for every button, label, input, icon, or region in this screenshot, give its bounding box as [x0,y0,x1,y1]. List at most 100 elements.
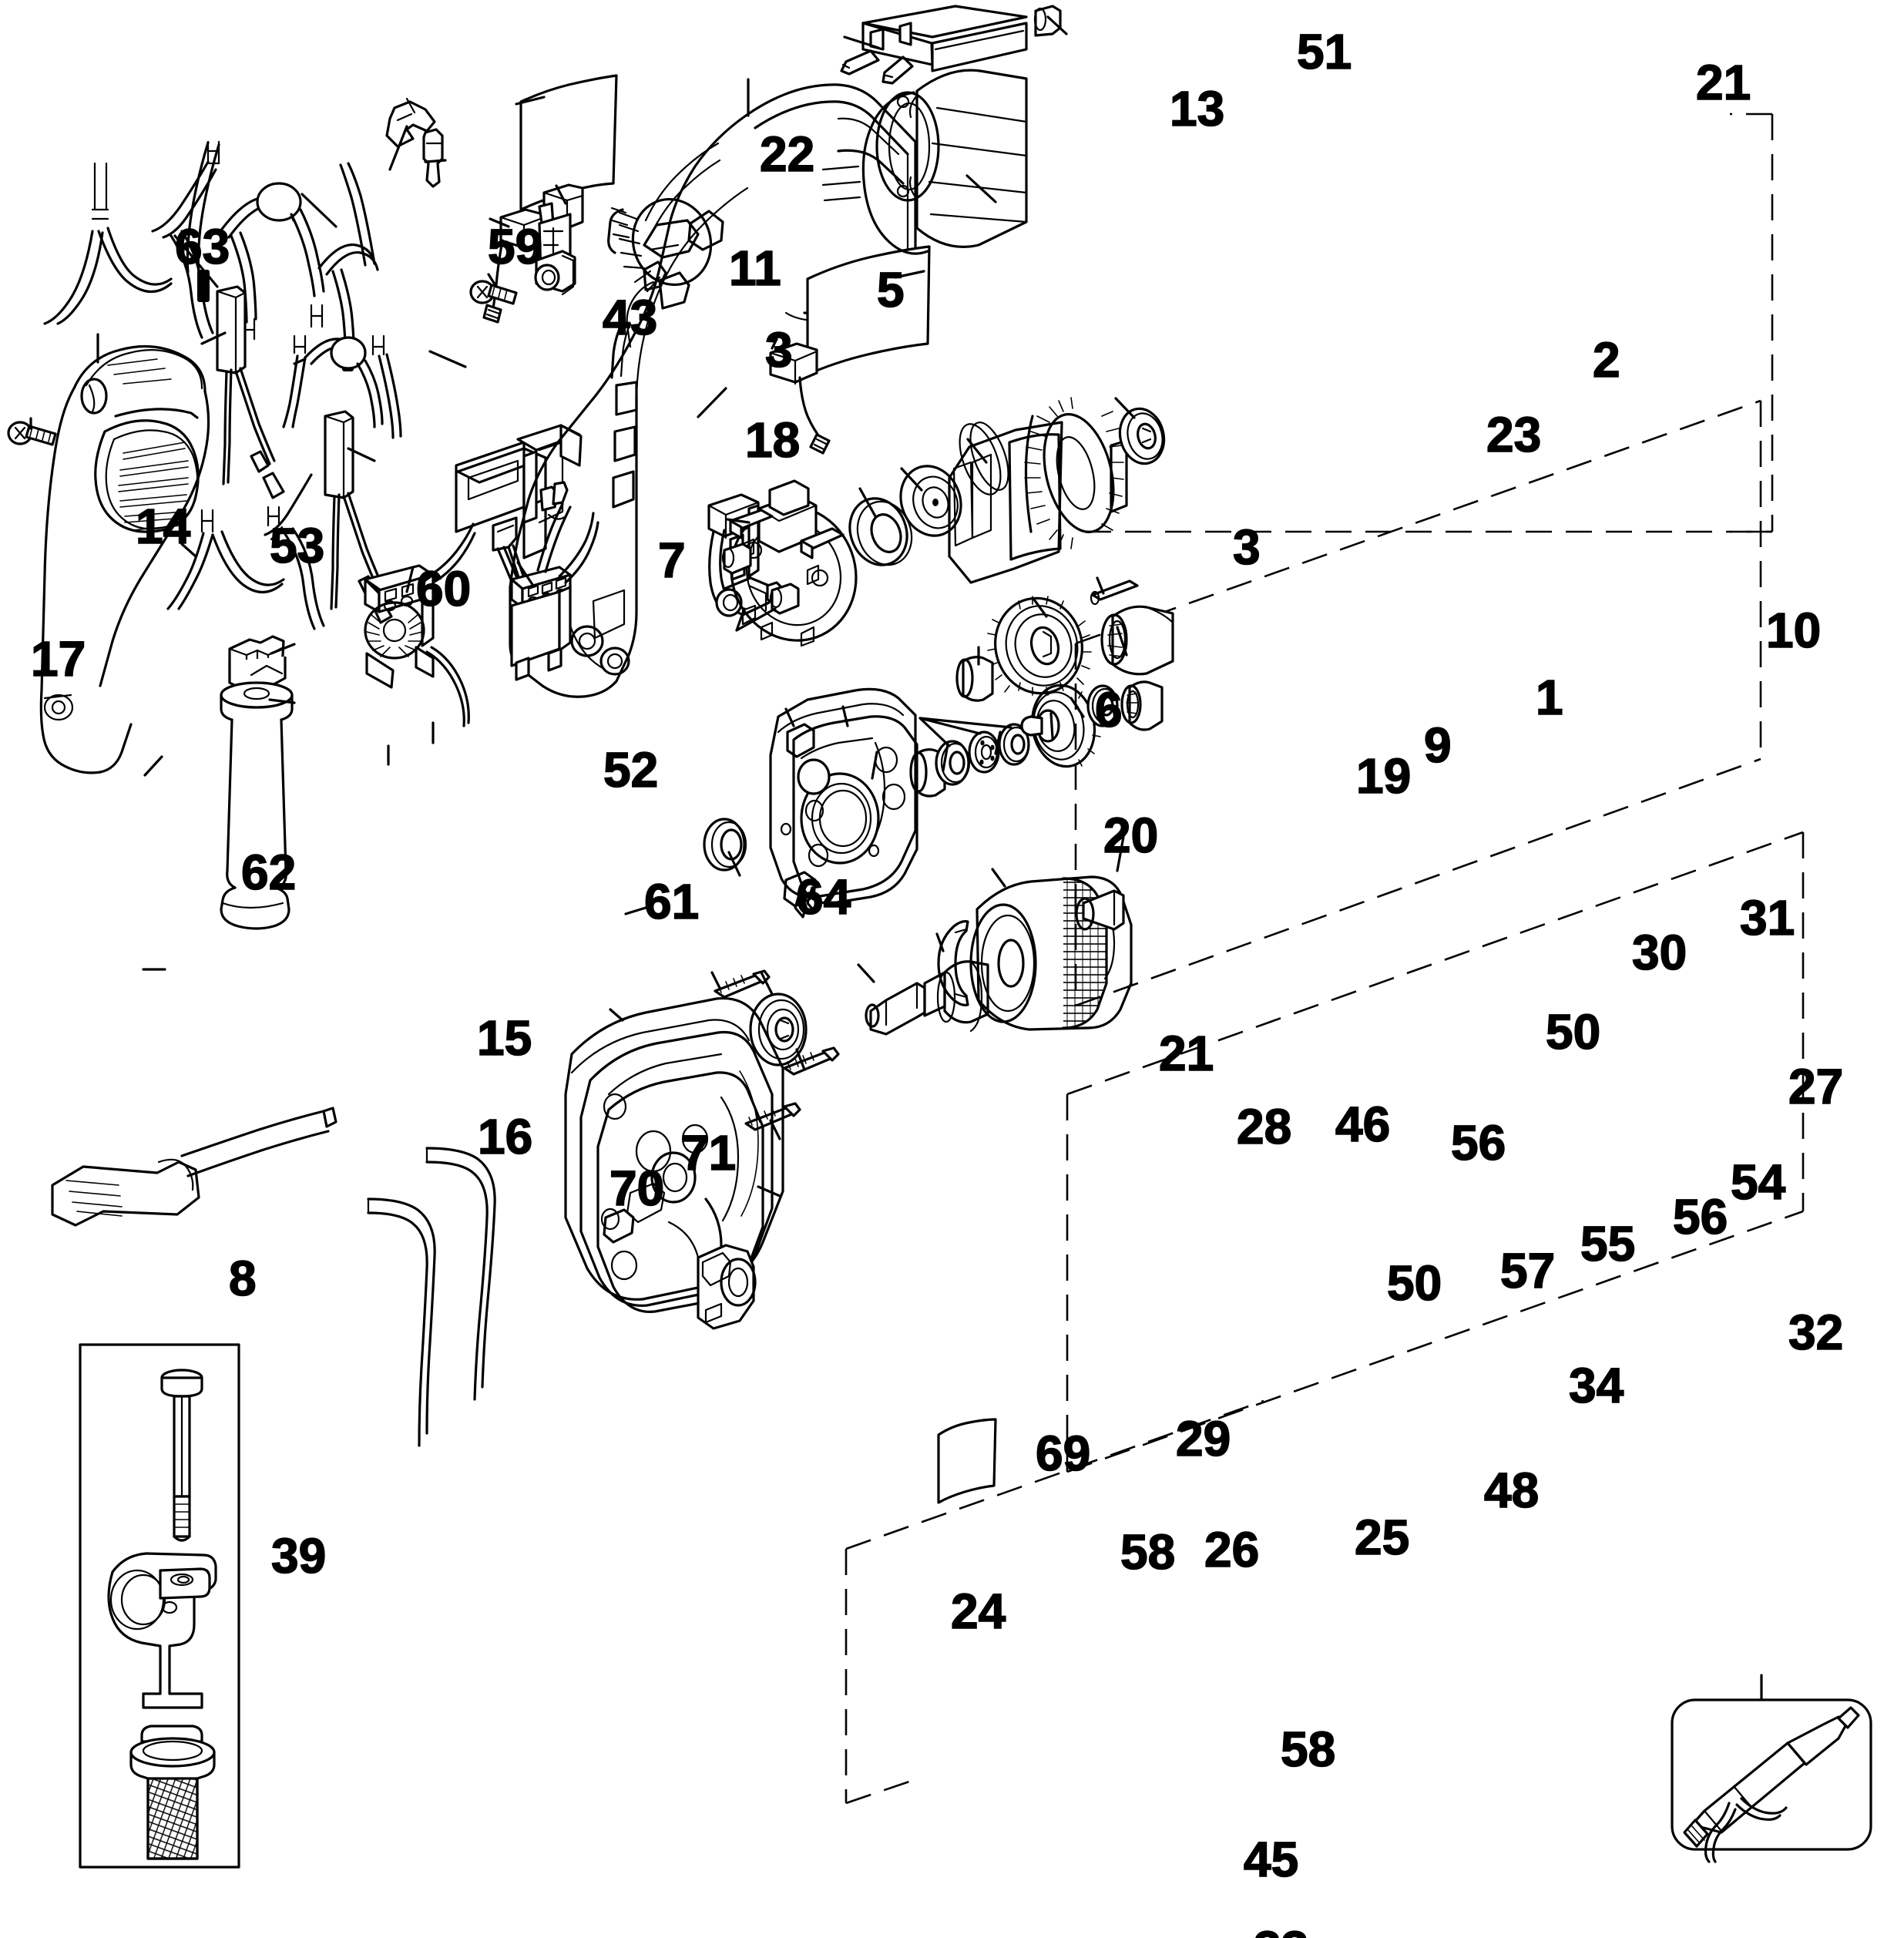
callout-number-15: 15 [476,1010,532,1066]
callout-number-21t: 21 [1695,55,1751,110]
part-21-pin-top [1033,5,1062,37]
callout-number-50b: 50 [1386,1255,1442,1311]
callout-number-16: 16 [477,1109,533,1164]
callout-number-28: 28 [1236,1099,1292,1154]
inset-box-39 [79,1343,240,1869]
callout-number-1: 1 [1535,670,1563,725]
part-31-pin [1090,579,1139,606]
part-19-washer [848,497,913,566]
part-58-screw-a [714,969,771,999]
part-23-nameplate [806,245,931,376]
part-18-screw [469,280,518,305]
callout-number-3a: 3 [764,322,793,378]
callout-number-5: 5 [876,262,905,317]
part-17-screw [7,421,57,446]
callout-number-3b: 3 [1232,519,1261,575]
callout-number-25: 25 [1354,1510,1410,1565]
part-56-washer-a [935,740,971,786]
part-51-brush-assembly [840,5,1028,85]
group-frame-gearcase [1066,831,1805,1473]
part-7-switch-module [455,424,583,590]
part-54-needle-bearing [1120,680,1164,731]
part-71-lead-wire [425,1147,496,1401]
part-70-lead-wire [367,1197,436,1447]
callout-number-22: 22 [759,126,815,182]
inset-box-800 [1671,1698,1872,1863]
callout-number-57: 57 [1499,1243,1556,1298]
part-20-brush-ring [721,479,858,647]
callout-number-26: 26 [1204,1522,1260,1577]
part-56-washer-b [998,723,1030,766]
callout-number-8: 8 [228,1251,257,1306]
part-57-thrust-bearing [968,731,1000,774]
housing-fan-detail [607,197,713,293]
callout-number-30: 30 [1631,925,1687,980]
part-5-switch-block [534,183,584,296]
callout-number-51: 51 [1296,24,1352,79]
callout-number-11: 11 [728,240,781,296]
callout-number-52: 52 [603,742,659,798]
callout-number-34: 34 [1568,1358,1624,1413]
callout-number-70: 70 [609,1160,665,1216]
part-69-nameplate [937,1418,997,1504]
part-3-capacitor-b [769,342,831,455]
callout-number-33: 33 [1253,1923,1309,1938]
callout-number-58a: 58 [1120,1524,1176,1580]
callout-number-14: 14 [135,499,191,554]
part-10-bearing [1118,407,1166,465]
part-43-terminal [385,97,436,148]
part-28-gear-case [769,687,918,919]
callout-number-53: 53 [269,518,325,573]
callout-number-45: 45 [1243,1832,1299,1887]
callout-number-9: 9 [1423,717,1452,773]
callout-number-10: 10 [1765,603,1822,658]
callout-number-55: 55 [1580,1216,1636,1271]
part-58-screw-b [783,1046,840,1076]
part-64-terminal-block [510,502,599,681]
callout-number-29: 29 [1175,1411,1231,1466]
armature-fan [1024,397,1124,549]
callout-number-18: 18 [744,412,801,468]
part-26-bearing [749,993,808,1066]
part-25-spindle [865,960,989,1036]
callout-number-54: 54 [1730,1154,1786,1210]
part-53-carbon-brush [216,285,285,499]
callout-number-43: 43 [602,290,658,345]
part-60-wire-harness [282,334,402,439]
callout-number-20: 20 [1103,808,1159,863]
callout-number-6: 6 [1094,682,1123,737]
part-13-housing-clamshell [509,83,917,698]
callout-number-48: 48 [1483,1463,1540,1518]
part-30-gear [987,596,1092,696]
callout-number-17: 17 [30,631,86,687]
part-62-wire-harness [166,473,325,630]
callout-number-50a: 50 [1545,1004,1601,1060]
part-29-seal [703,818,747,872]
callout-number-21m: 21 [1158,1026,1214,1081]
part-27-needle-bearing [1100,605,1174,676]
part-33-chuck-key-holder [697,1244,757,1330]
callout-number-59: 59 [487,219,543,274]
part-61-choke-coil [364,522,476,727]
part-11-pin [422,128,444,188]
callout-number-64: 64 [795,869,851,925]
group-frame-housing [845,1399,1264,1805]
part-50-spacer-a [955,656,994,702]
callout-number-60: 60 [415,561,472,616]
part-32-chuck-screw [1075,889,1125,931]
callout-number-32: 32 [1788,1305,1844,1360]
callout-number-69: 69 [1035,1426,1091,1481]
part-2-field-stator [861,69,1028,255]
callout-number-63: 63 [174,219,230,274]
callout-leaders [29,15,1763,1701]
callout-number-2: 2 [1592,332,1620,388]
part-8-power-cord [51,1107,337,1227]
callout-number-31: 31 [1739,890,1795,945]
callout-number-19: 19 [1355,748,1412,804]
callout-number-61: 61 [643,874,700,929]
callout-number-58b: 58 [1280,1721,1336,1777]
callout-number-56b: 56 [1672,1189,1728,1244]
callout-number-71: 71 [680,1125,737,1181]
